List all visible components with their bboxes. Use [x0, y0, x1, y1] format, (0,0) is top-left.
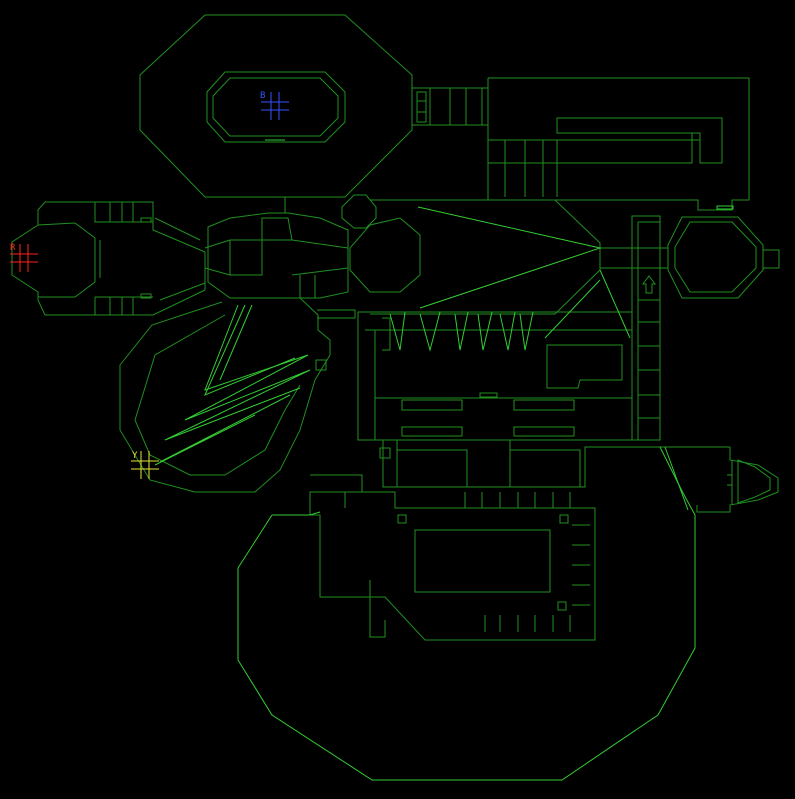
bright-wall-line: [389, 311, 534, 352]
wall-line: [572, 524, 590, 606]
wall-line: [370, 199, 601, 315]
wall-line: [341, 194, 377, 229]
wall-line: [464, 492, 571, 508]
wall-line: [140, 217, 152, 299]
bright-wall-line: [599, 269, 631, 339]
wall-line: [261, 217, 293, 241]
bright-wall-line: [204, 304, 296, 396]
yellow-start-marker: Y: [131, 451, 159, 479]
wall-line: [416, 91, 427, 123]
wall-line: [212, 77, 339, 137]
wall-line: [291, 239, 349, 276]
wall-line: [11, 201, 206, 316]
blue-start-marker: B: [260, 91, 289, 120]
wall-line: [504, 140, 558, 197]
bright-wall-line: [154, 394, 291, 466]
wall-line: [299, 275, 316, 298]
wall-line: [382, 440, 660, 488]
bright-wall-line: [664, 446, 689, 511]
wall-line: [309, 491, 596, 641]
wall-line: [546, 344, 623, 389]
wall-line: [691, 132, 701, 141]
level-walls: [11, 14, 780, 641]
wall-line: [600, 247, 668, 269]
wall-line: [357, 311, 633, 441]
bright-wall-line: [237, 446, 696, 781]
bright-wall-line: [716, 205, 734, 210]
bright-wall-line: [417, 206, 602, 309]
wall-line: [414, 529, 551, 593]
wall-line: [763, 249, 780, 269]
wall-line: [139, 14, 413, 198]
wall-line: [37, 222, 96, 298]
yellow-marker-label: Y: [132, 451, 138, 461]
bright-wall-line: [544, 279, 601, 339]
red-marker-label: R: [10, 243, 16, 253]
wall-line: [488, 139, 693, 164]
wall-line: [310, 474, 363, 508]
blue-crosshair-icon: [261, 92, 289, 120]
yellow-crosshair-icon: [131, 451, 159, 479]
wall-line: [401, 399, 575, 411]
wall-line: [638, 221, 660, 419]
wall-line: [479, 392, 498, 398]
wall-line: [737, 459, 771, 504]
wall-line: [379, 447, 391, 459]
wall-line: [484, 615, 571, 632]
wall-line: [94, 296, 153, 315]
wall-line: [397, 449, 581, 487]
wall-line: [674, 221, 757, 293]
wall-line: [94, 202, 153, 223]
wall-line: [429, 88, 483, 125]
wall-line: [727, 460, 733, 505]
wall-line: [154, 217, 206, 301]
level-bright-walls: [154, 139, 734, 781]
wall-line: [487, 77, 750, 211]
bright-wall-line: [164, 304, 311, 441]
wall-line: [401, 426, 575, 437]
wall-line: [207, 212, 349, 299]
wall-line: [369, 580, 386, 638]
bright-wall-line: [272, 511, 321, 516]
wall-line: [631, 215, 661, 441]
wall-line: [119, 297, 331, 493]
wall-line: [660, 446, 779, 513]
wall-line: [556, 117, 723, 164]
red-start-marker: R: [10, 243, 38, 272]
wall-line: [349, 217, 421, 293]
wall-line: [229, 239, 263, 276]
wall-line: [134, 314, 301, 476]
red-crosshair-icon: [10, 244, 38, 272]
wall-line: [268, 196, 286, 213]
wall-line: [204, 239, 231, 276]
exit-arrow-icon: [642, 275, 656, 294]
wall-line: [206, 71, 346, 143]
wall-line: [374, 330, 632, 440]
wall-line: [396, 440, 511, 487]
wall-line: [382, 317, 391, 351]
wall-line: [667, 216, 764, 299]
wall-line: [317, 309, 356, 319]
wall-line: [397, 514, 569, 611]
blue-marker-label: B: [260, 91, 265, 101]
wall-line: [315, 359, 327, 371]
